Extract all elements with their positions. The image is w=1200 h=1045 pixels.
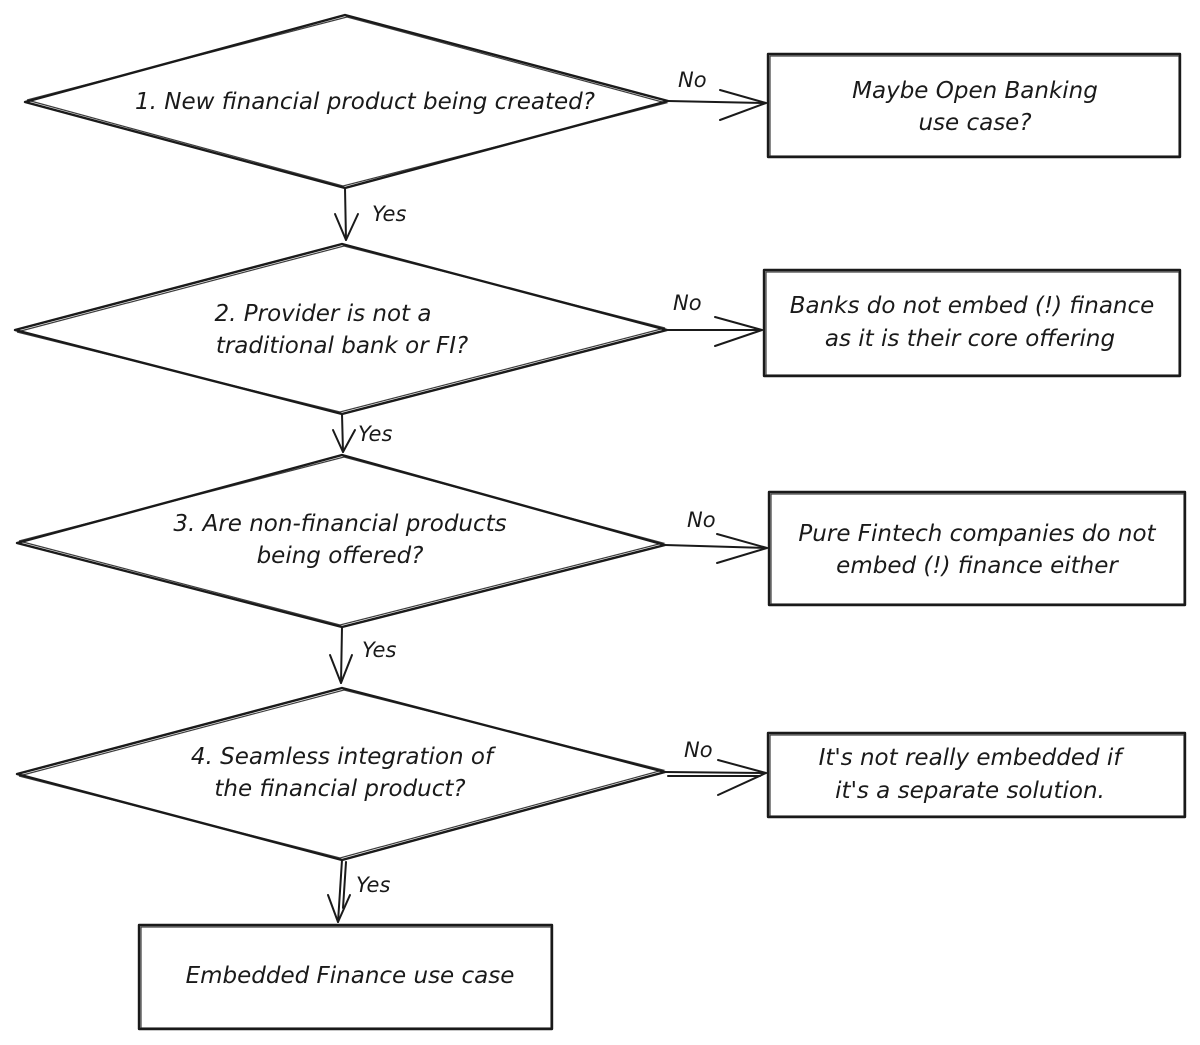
decision-2-line-1: 2. Provider is not a bbox=[215, 301, 432, 327]
no-arrow-1 bbox=[667, 89, 767, 121]
yes-label-3: Yes bbox=[362, 638, 396, 662]
no-arrow-4 bbox=[664, 759, 767, 796]
decision-3-line-1: 3. Are non-financial products bbox=[173, 511, 506, 537]
decision-1: 1. New financial product being created? bbox=[23, 13, 670, 190]
yes-arrow-4 bbox=[327, 859, 351, 923]
decision-3-line-2: being offered? bbox=[257, 543, 424, 569]
decision-2: 2. Provider is not a traditional bank or… bbox=[13, 242, 669, 416]
outcome-box-1: Maybe Open Banking use case? bbox=[766, 52, 1182, 159]
no-arrow-2 bbox=[666, 316, 763, 347]
outcome-2-line-2: as it is their core offering bbox=[825, 326, 1115, 352]
yes-label-4: Yes bbox=[356, 873, 390, 897]
decision-4-line-2: the financial product? bbox=[214, 776, 465, 802]
outcome-1-line-2: use case? bbox=[918, 110, 1031, 136]
outcome-box-3: Pure Fintech companies do not embed (!) … bbox=[767, 490, 1187, 607]
decision-2-line-2: traditional bank or FI? bbox=[216, 333, 468, 359]
decision-4: 4. Seamless integration of the financial… bbox=[15, 686, 667, 862]
no-label-3: No bbox=[687, 508, 716, 532]
yes-label-1: Yes bbox=[372, 202, 406, 226]
final-box: Embedded Finance use case bbox=[137, 923, 554, 1031]
yes-arrow-1 bbox=[334, 187, 359, 241]
outcome-3-line-2: embed (!) finance either bbox=[836, 553, 1119, 579]
no-label-1: No bbox=[678, 68, 707, 92]
no-arrow-3 bbox=[664, 533, 768, 564]
outcome-2-line-1: Banks do not embed (!) finance bbox=[790, 293, 1155, 319]
yes-arrow-2 bbox=[332, 413, 356, 453]
outcome-4-line-1: It's not really embedded if bbox=[819, 745, 1125, 771]
decision-1-line-1: 1. New financial product being created? bbox=[135, 89, 595, 115]
final-line-1: Embedded Finance use case bbox=[186, 963, 515, 989]
outcome-box-2: Banks do not embed (!) finance as it is … bbox=[762, 268, 1182, 378]
no-label-2: No bbox=[673, 291, 702, 315]
outcome-box-4: It's not really embedded if it's a separ… bbox=[766, 731, 1187, 819]
yes-arrow-3 bbox=[329, 626, 353, 684]
no-label-4: No bbox=[684, 738, 713, 762]
outcome-4-line-2: it's a separate solution. bbox=[835, 778, 1105, 804]
decision-4-line-1: 4. Seamless integration of bbox=[191, 744, 496, 770]
outcome-3-line-1: Pure Fintech companies do not bbox=[798, 521, 1156, 547]
outcome-1-line-1: Maybe Open Banking bbox=[852, 78, 1098, 104]
decision-3: 3. Are non-financial products being offe… bbox=[15, 453, 667, 629]
yes-label-2: Yes bbox=[358, 422, 392, 446]
